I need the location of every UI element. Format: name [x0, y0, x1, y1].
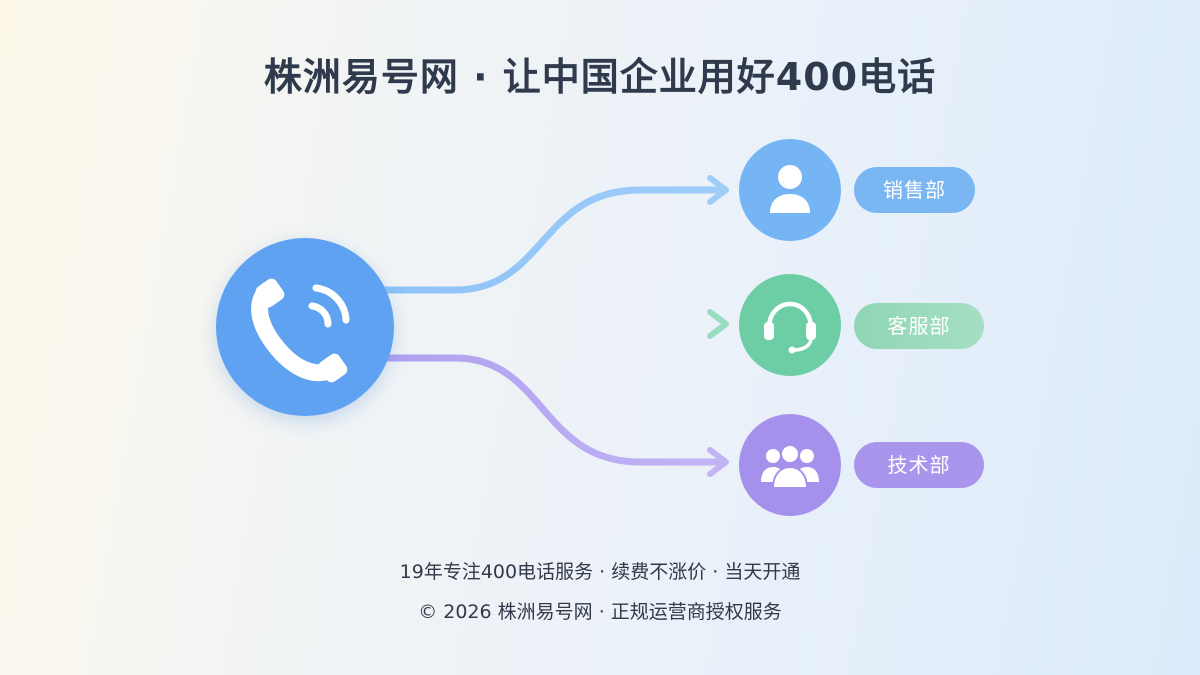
arrowhead-service — [707, 309, 729, 339]
dept-label-sales: 销售部 — [854, 167, 975, 213]
arrowhead-sales — [707, 175, 729, 205]
group-icon — [761, 444, 819, 489]
dept-circle-tech — [739, 414, 841, 516]
footer-tagline: 19年专注400电话服务 · 续费不涨价 · 当天开通 — [399, 561, 801, 583]
connector-tech — [381, 354, 728, 466]
headset-icon — [764, 301, 816, 354]
dept-label-tech: 技术部 — [854, 442, 984, 488]
phone-ringing-icon — [251, 278, 350, 383]
phone-hub — [216, 238, 394, 416]
page-title: 株洲易号网 · 让中国企业用好400电话 — [263, 55, 937, 99]
dept-circle-sales — [739, 139, 841, 241]
connector-sales — [381, 186, 728, 294]
arrowhead-tech — [707, 447, 729, 477]
user-icon — [770, 165, 810, 213]
dept-label-service: 客服部 — [854, 303, 984, 349]
footer-copyright: © 2026 株洲易号网 · 正规运营商授权服务 — [418, 601, 782, 623]
dept-circle-service — [739, 274, 841, 376]
